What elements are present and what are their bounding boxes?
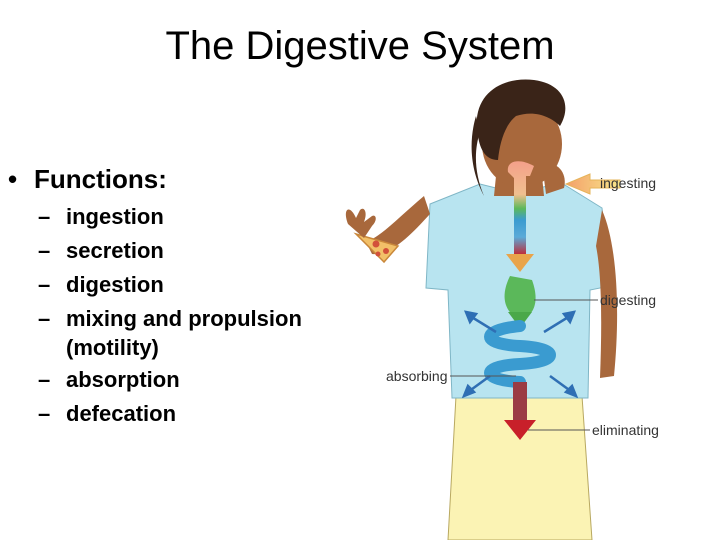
dash-marker: –: [38, 272, 51, 297]
functions-label: Functions:: [34, 164, 167, 194]
raised-arm: [366, 196, 430, 255]
list-item-text: secretion: [66, 238, 164, 263]
esophagus-arrow: [506, 254, 534, 272]
stomach-shape: [504, 276, 536, 320]
dash-marker: –: [38, 367, 51, 392]
pizza-slice-icon: [353, 232, 400, 264]
list-item: – mixing and propulsion (motility): [38, 302, 338, 363]
label-digesting: digesting: [600, 292, 656, 308]
dash-marker: –: [38, 306, 51, 331]
list-item-text: absorption: [66, 367, 180, 392]
list-item-text: digestion: [66, 272, 164, 297]
slide-title: The Digestive System: [165, 24, 555, 68]
hand-shape: [345, 208, 376, 238]
list-item-text: mixing and propulsion: [66, 306, 302, 331]
ingesting-arrow-icon: [564, 173, 621, 195]
side-arm: [596, 210, 618, 378]
bullet-dot: •: [8, 164, 18, 194]
hair-shape: [476, 79, 566, 160]
label-eliminating: eliminating: [592, 422, 659, 438]
functions-heading: • Functions:: [8, 164, 167, 195]
intestine-coil: [484, 320, 556, 388]
label-ingesting: ingesting: [600, 175, 656, 191]
list-item: – digestion: [38, 268, 338, 302]
mouth-hand: [542, 163, 565, 194]
functions-list: – ingestion – secretion – digestion – mi…: [38, 200, 338, 431]
list-item-continuation: (motility): [66, 335, 159, 360]
colon-arrow: [504, 420, 536, 440]
list-item: – secretion: [38, 234, 338, 268]
dash-marker: –: [38, 204, 51, 229]
dash-marker: –: [38, 401, 51, 426]
label-absorbing: absorbing: [386, 368, 448, 384]
list-item: – defecation: [38, 397, 338, 431]
absorption-arrows: [461, 310, 579, 399]
colon-shape: [513, 382, 527, 422]
list-item-text: ingestion: [66, 204, 164, 229]
esophagus-shape: [507, 161, 534, 256]
list-item-text: defecation: [66, 401, 177, 426]
list-item: – absorption: [38, 363, 338, 397]
list-item: – ingestion: [38, 200, 338, 234]
dash-marker: –: [38, 238, 51, 263]
digestive-illustration: ingesting digesting absorbing eliminatin…: [345, 79, 659, 540]
